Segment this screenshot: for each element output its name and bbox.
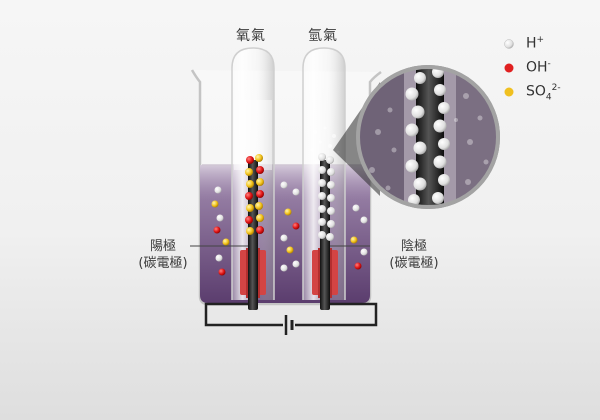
legend-item-so4-ion: SO42- — [504, 84, 561, 102]
cathode-name: 陰極 — [400, 239, 427, 254]
so4-ion-swatch-icon — [504, 87, 514, 97]
legend-item-oh-ion: OH- — [504, 60, 551, 75]
legend-so4-sub: 4 — [545, 92, 552, 103]
anode-material: (碳電極) — [138, 256, 188, 271]
legend-item-h-ion: H+ — [504, 36, 544, 51]
legend-oh-base: OH — [526, 59, 548, 76]
hydrogen-tube-label: 氫氣 — [308, 28, 338, 44]
cathode-label: 陰極 (碳電極) — [376, 238, 452, 272]
cathode-material: (碳電極) — [389, 256, 439, 271]
legend-so4-base: SO — [526, 83, 546, 100]
solution-ions — [211, 181, 368, 276]
anode-label: 陽極 (碳電極) — [132, 238, 194, 272]
oh-ion-swatch-icon — [504, 63, 514, 73]
legend-h-sup: + — [536, 35, 545, 45]
legend-oh-sup: - — [547, 59, 551, 69]
anode-ions — [245, 154, 264, 235]
legend-so4-sup: 2- — [551, 83, 561, 93]
legend-h-base: H — [526, 35, 537, 52]
h-ion-swatch-icon — [504, 38, 514, 49]
cathode-ions — [318, 153, 335, 241]
oxygen-tube-label: 氧氣 — [236, 28, 266, 44]
battery-icon — [284, 315, 294, 335]
anode-name: 陽極 — [149, 239, 176, 254]
anode-electrode — [240, 160, 266, 310]
magnified-view — [356, 65, 500, 209]
